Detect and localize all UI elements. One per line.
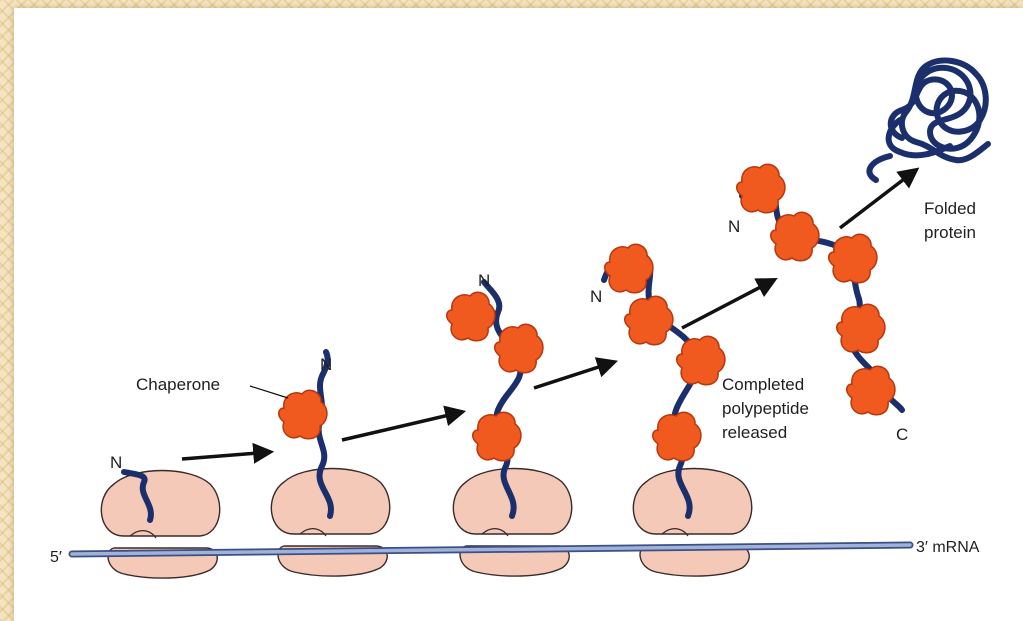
label-3-prime-mrna: 3′ mRNA [916,539,980,556]
arrow-step-3 [534,362,614,388]
label-c-terminus: C [896,425,908,444]
chaperone-group-3 [447,292,543,460]
label-5-prime: 5′ [50,549,62,566]
label-completed-line-1: Completed [722,375,804,394]
arrow-step-4 [682,280,774,328]
label-completed-line-3: released [722,423,787,442]
label-n-terminus-5: N [728,217,740,236]
label-n-terminus-2: N [320,355,332,374]
folded-protein-coil [869,60,988,180]
label-chaperone: Chaperone [136,375,220,394]
ribosome-3 [453,469,571,577]
chaperone-pointer [250,386,288,398]
ribosome-1 [101,471,219,579]
label-n-terminus-4: N [590,287,602,306]
arrow-step-2 [342,412,462,440]
ribosome-2 [271,469,389,577]
label-folded-line-1: Folded [924,199,976,218]
label-folded-line-2: protein [924,223,976,242]
chaperone-group-4 [605,244,725,460]
mrna-strand [72,545,910,554]
label-n-terminus-1: N [110,453,122,472]
label-n-terminus-3: N [478,271,490,290]
label-completed-line-2: polypeptide [722,399,809,418]
ribosome-4 [633,469,751,577]
arrow-step-1 [182,452,270,459]
